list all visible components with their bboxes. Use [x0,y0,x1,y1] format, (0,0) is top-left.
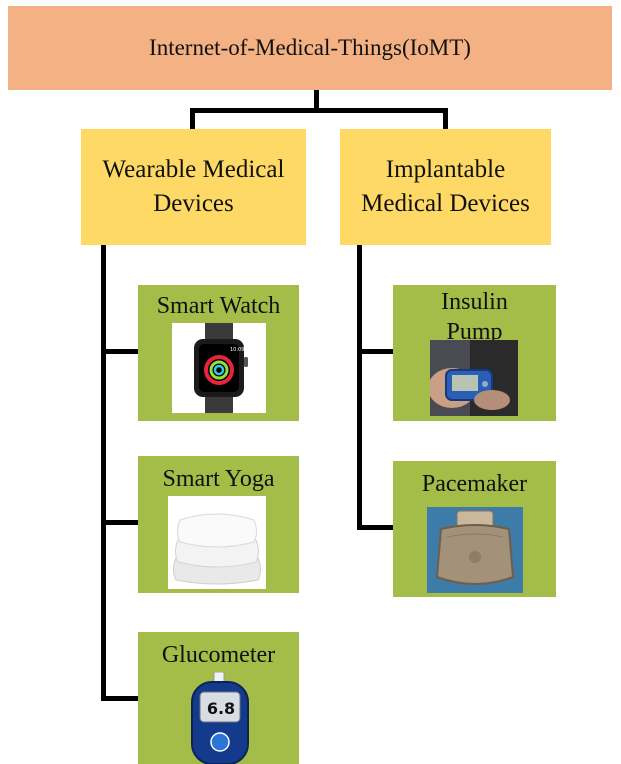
connector-root-bar [190,108,448,113]
wearable-branch-watch [101,349,138,354]
glucometer-label: Glucometer [161,642,276,668]
leaf-insulin-pump: Insulin Pump [393,285,556,421]
leaf-pacemaker: Pacemaker [393,461,556,597]
connector-to-implantable [443,108,448,129]
smart-watch-label: Smart Watch [156,293,281,319]
insulin-pump-icon [430,340,518,416]
category-implantable: Implantable Medical Devices [340,129,551,245]
pacemaker-label: Pacemaker [421,471,528,497]
wearable-trunk-line [101,245,106,701]
leaf-glucometer: Glucometer 6.8 [138,632,299,764]
smart-watch-icon: 10:09 [172,323,266,413]
glucometer-reading-text: 6.8 [207,699,235,718]
insulin-pump-label: Insulin Pump [441,289,508,345]
connector-root-stem [314,90,319,112]
implantable-branch-pump [357,349,393,354]
root-node: Internet-of-Medical-Things(IoMT) [8,6,612,90]
category-wearable: Wearable Medical Devices [81,129,306,245]
pillow-icon [168,496,266,589]
leaf-smart-yoga-pillow: Smart Yoga Pillow [138,456,299,593]
implantable-trunk-line [357,245,362,530]
leaf-smart-watch: Smart Watch 10:09 [138,285,299,421]
glucometer-icon: 6.8 [188,672,252,764]
wearable-branch-glucometer [101,696,138,701]
implantable-branch-pacemaker [357,525,393,530]
watch-time-text: 10:09 [230,347,244,353]
category-wearable-label: Wearable Medical Devices [102,156,285,217]
wearable-branch-pillow [101,520,138,525]
connector-to-wearable [190,108,195,129]
category-implantable-label: Implantable Medical Devices [361,156,530,217]
pacemaker-icon [427,507,523,593]
root-label: Internet-of-Medical-Things(IoMT) [149,35,471,60]
